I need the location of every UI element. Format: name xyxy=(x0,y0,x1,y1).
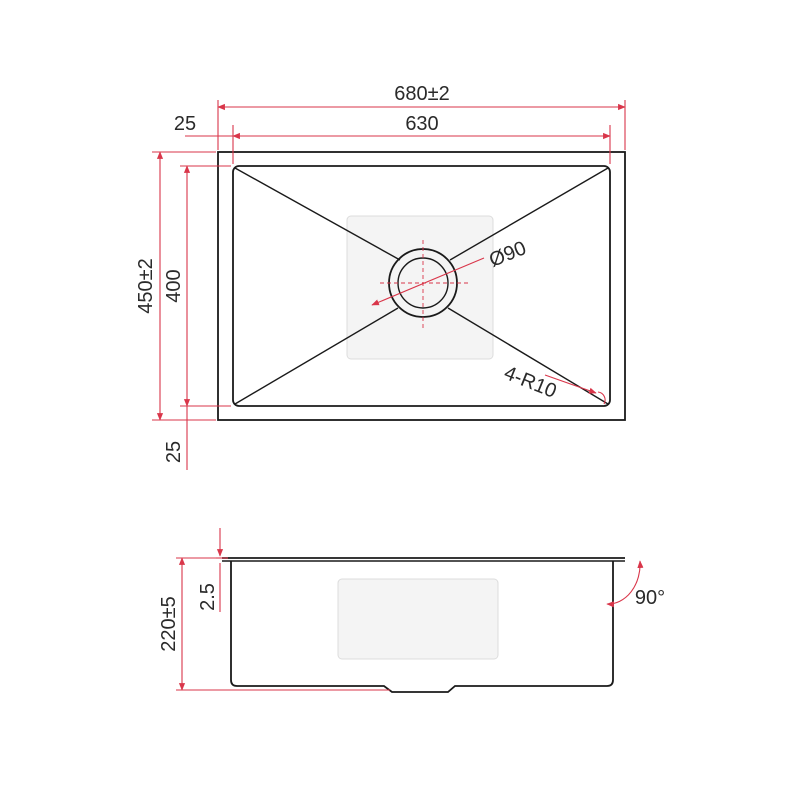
slope-line-bottom-left xyxy=(234,307,399,405)
corner-radius-leader xyxy=(544,374,597,394)
sink-outer-rim xyxy=(217,151,626,421)
wall-angle-arc xyxy=(606,560,644,608)
slope-line-top-left xyxy=(234,167,401,261)
top-view: 680±2 630 25 450±2 400 25 Ø90 4-R10 xyxy=(135,83,626,470)
side-basin-profile xyxy=(230,561,614,693)
flange-bottom-label: 25 xyxy=(163,441,185,463)
side-view: 2.5 220±5 90° xyxy=(158,528,665,693)
flange-label: 25 xyxy=(174,113,196,135)
drain-grid-plate xyxy=(346,215,494,360)
overall-width-label: 450±2 xyxy=(135,258,157,313)
corner-radius-arc xyxy=(597,391,606,405)
drain-diameter-leader xyxy=(371,257,485,306)
wall-angle-label: 90° xyxy=(635,587,665,609)
inner-width-label: 400 xyxy=(163,269,185,302)
corner-radius-label: 4-R10 xyxy=(501,362,560,403)
thickness-label: 2.5 xyxy=(197,583,219,611)
inner-length-label: 630 xyxy=(405,113,438,135)
sink-inner-basin xyxy=(232,165,611,407)
slope-line-top-right xyxy=(449,167,609,261)
side-grid-plate xyxy=(337,578,499,660)
overall-length-label: 680±2 xyxy=(394,83,449,105)
depth-label: 220±5 xyxy=(158,596,180,651)
